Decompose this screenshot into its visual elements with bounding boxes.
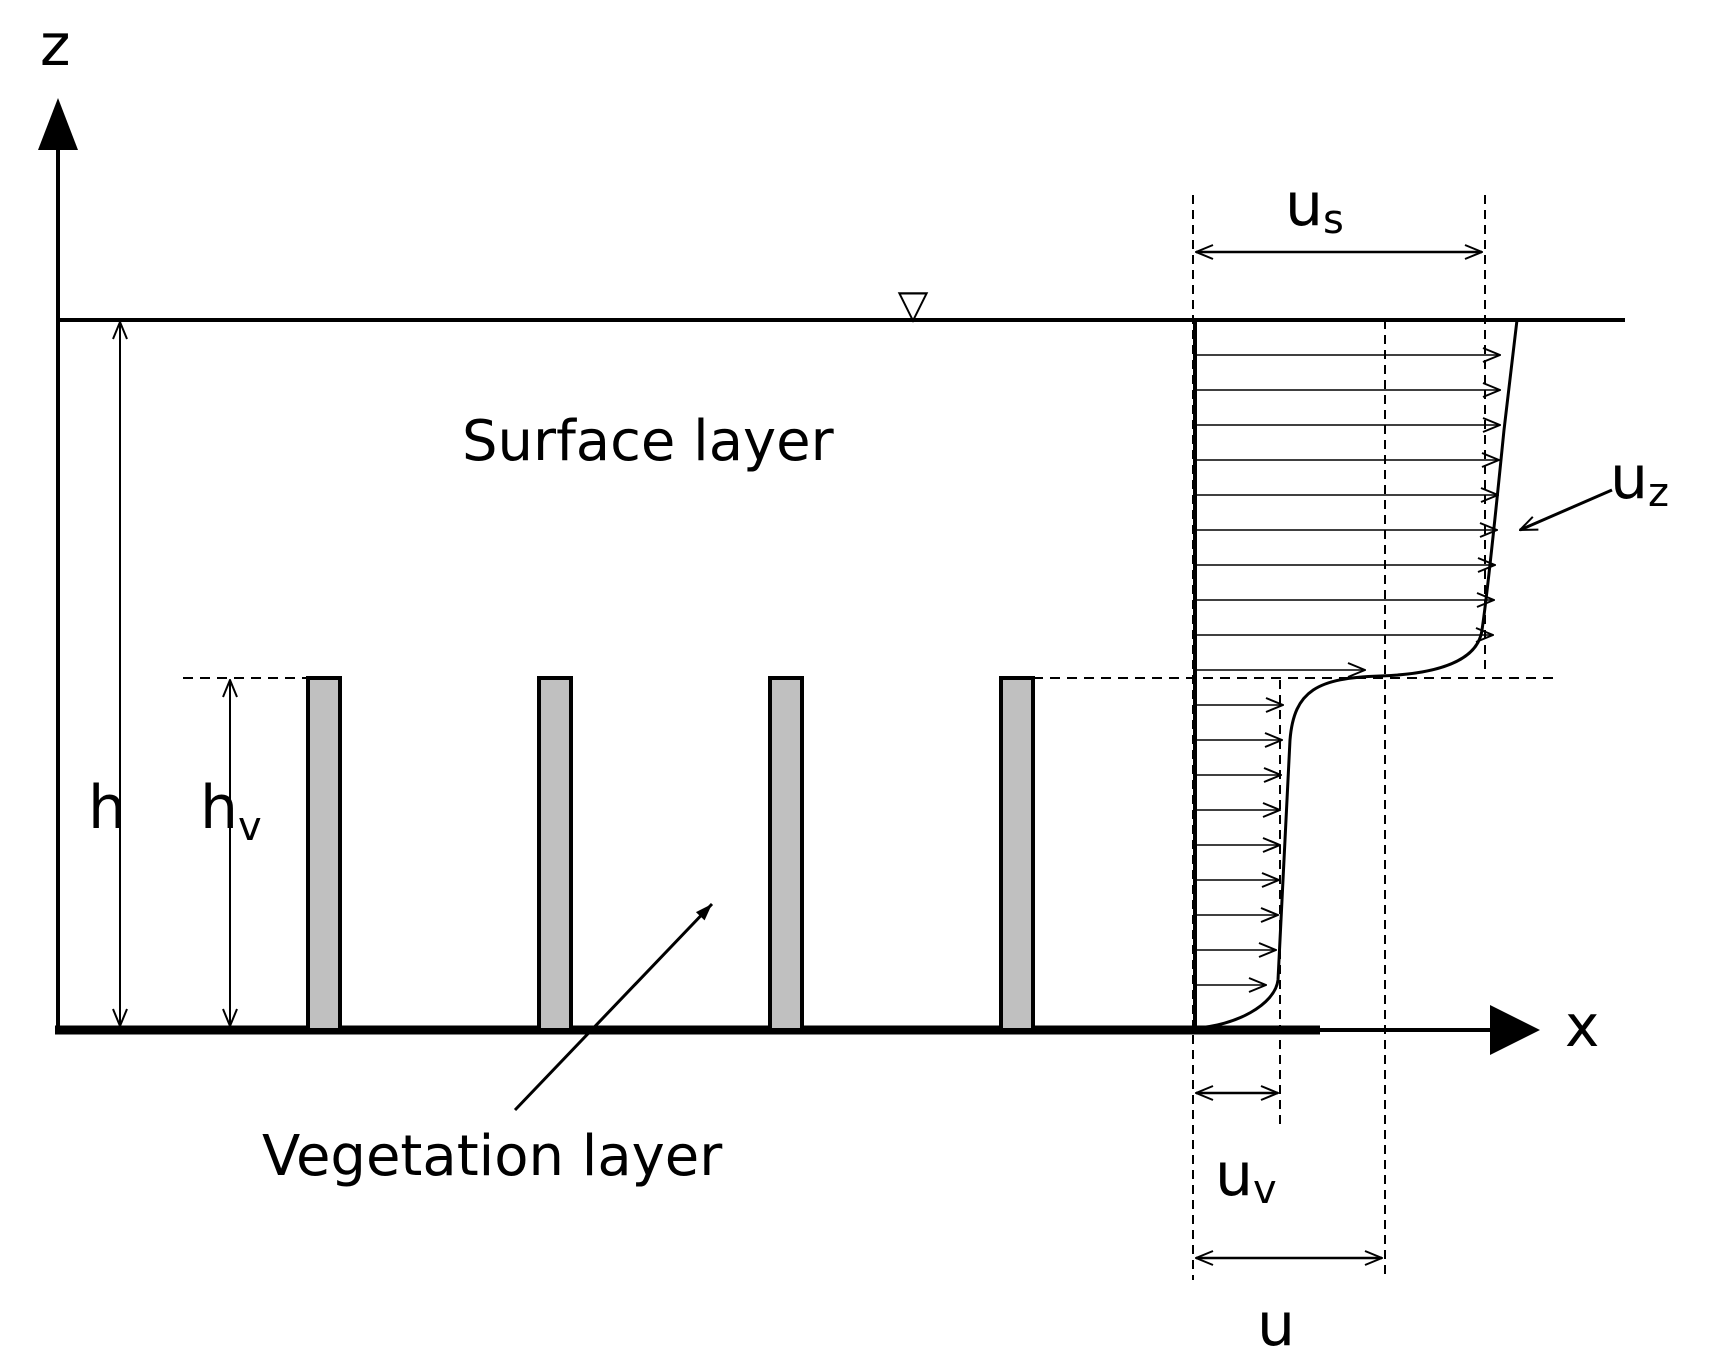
velocity-profile-curve	[1194, 319, 1519, 1030]
mean-velocity-label: u	[1257, 1290, 1295, 1360]
z-axis	[38, 98, 78, 1030]
x-axis-label: x	[1565, 992, 1599, 1060]
velocity-arrows	[1197, 355, 1500, 985]
surface-velocity-label: us	[1285, 170, 1344, 243]
vegetation-layer-pointer	[513, 902, 714, 1112]
vegetation-layer-label: Vegetation layer	[262, 1124, 723, 1189]
surface-layer-label: Surface layer	[462, 409, 835, 474]
profile-velocity-label: uz	[1610, 443, 1669, 516]
z-axis-label: z	[40, 11, 70, 79]
vegetation-stem	[306, 676, 342, 1032]
vegetation-velocity-label: uv	[1215, 1140, 1277, 1213]
vegetation-stem	[768, 676, 804, 1032]
vegetation-stems	[306, 676, 1035, 1032]
vegetation-stem	[537, 676, 573, 1032]
total-depth-label: h	[88, 773, 126, 843]
x-axis	[55, 1005, 1540, 1055]
vegetation-stem	[999, 676, 1035, 1032]
free-surface-symbol: ▽	[898, 282, 929, 328]
vegetation-height-label: hv	[200, 773, 262, 850]
profile-velocity-pointer	[1520, 488, 1613, 532]
